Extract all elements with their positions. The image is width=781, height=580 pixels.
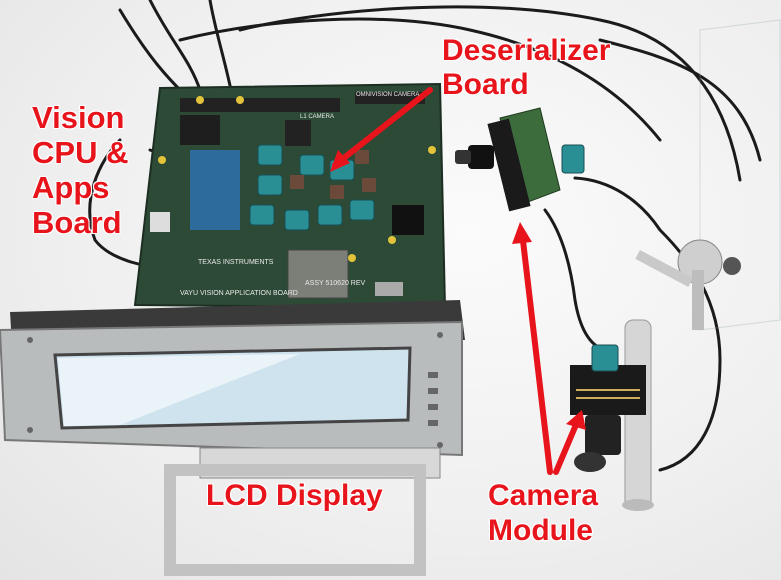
camera-module-label: Camera Module [488,478,598,548]
pcb-silkscreen: TEXAS INSTRUMENTS [198,258,273,267]
vision-label-line-3: Apps [32,170,110,205]
camera-label-line-1: Camera [488,479,599,512]
camera-label-line-2: Module [488,514,593,547]
board-name-text: VAYU VISION APPLICATION BOARD [180,290,298,297]
vision-board-label: Vision CPU & Apps Board [32,100,128,240]
l1-camera-text: L1 CAMERA [300,114,335,120]
vision-label-line-1: Vision [32,100,125,135]
vision-label-line-2: CPU & [32,135,129,170]
manufacturer-text: TEXAS INSTRUMENTS [198,259,274,266]
deserializer-label-line-1: Deserializer [442,34,611,67]
assy-text: ASSY 510620 REV [305,280,366,287]
vision-label-line-4: Board [32,205,122,240]
deserializer-board-label: Deserializer Board [442,34,610,102]
deserializer-label-line-2: Board [442,68,529,101]
camera-header-text: OMNIVISION CAMERA [356,92,420,98]
lcd-display-label: LCD Display [206,479,383,512]
